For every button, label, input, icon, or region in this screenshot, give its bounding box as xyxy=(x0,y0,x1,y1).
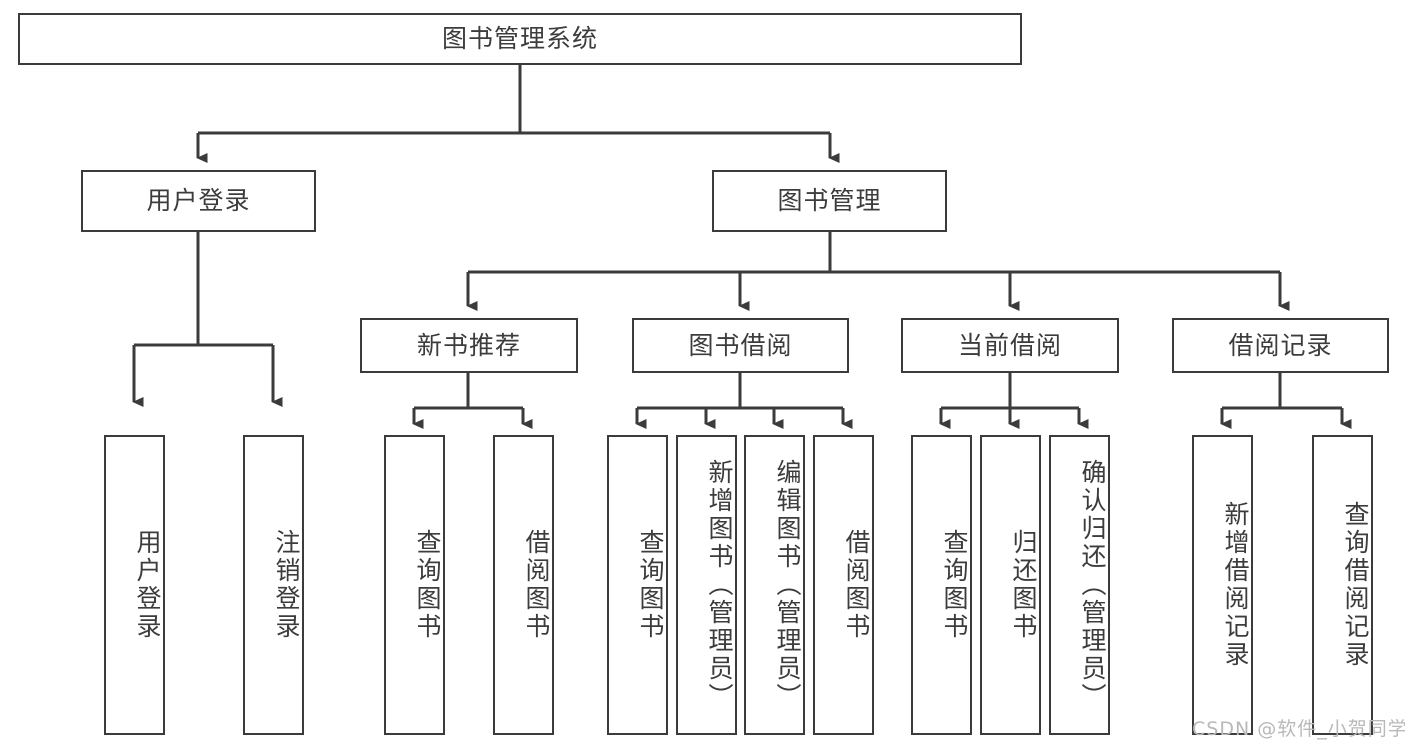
leaf-user-login-login[interactable]: 用户登录 xyxy=(104,435,165,735)
node-book-management[interactable]: 图书管理 xyxy=(712,170,947,232)
leaf-borrow-record-query-record[interactable]: 查询借阅记录 xyxy=(1312,435,1373,735)
leaf-book-borrow-query-book[interactable]: 查询图书 xyxy=(607,435,668,735)
node-label: 用户登录 xyxy=(133,529,162,641)
leaf-new-book-query-book[interactable]: 查询图书 xyxy=(384,435,445,735)
leaf-current-borrow-query-book[interactable]: 查询图书 xyxy=(911,435,972,735)
leaf-book-borrow-borrow-book[interactable]: 借阅图书 xyxy=(813,435,874,735)
node-label: 查询图书 xyxy=(940,529,969,641)
leaf-new-book-borrow-book[interactable]: 借阅图书 xyxy=(493,435,554,735)
node-borrow-record[interactable]: 借阅记录 xyxy=(1172,318,1389,373)
leaf-book-borrow-edit-book-admin[interactable]: 编辑图书（管理员） xyxy=(744,435,805,735)
node-label: 新书推荐 xyxy=(416,330,521,360)
node-label: 图书管理 xyxy=(777,186,882,216)
node-label: 新增借阅记录 xyxy=(1221,501,1250,669)
node-book-borrow[interactable]: 图书借阅 xyxy=(632,318,849,373)
node-label: 图书管理系统 xyxy=(441,24,598,54)
node-user-login[interactable]: 用户登录 xyxy=(81,170,316,232)
node-label: 编辑图书（管理员） xyxy=(773,459,802,711)
node-label: 借阅图书 xyxy=(522,529,551,641)
node-current-borrow[interactable]: 当前借阅 xyxy=(901,318,1119,373)
node-label: 查询图书 xyxy=(413,529,442,641)
node-label: 借阅记录 xyxy=(1228,330,1333,360)
node-label: 当前借阅 xyxy=(957,330,1062,360)
leaf-current-borrow-confirm-return-admin[interactable]: 确认归还（管理员） xyxy=(1049,435,1110,735)
node-label: 注销登录 xyxy=(272,529,301,641)
node-label: 确认归还（管理员） xyxy=(1078,459,1107,711)
leaf-current-borrow-return-book[interactable]: 归还图书 xyxy=(980,435,1041,735)
node-label: 新增图书（管理员） xyxy=(705,459,734,711)
node-new-book-recommend[interactable]: 新书推荐 xyxy=(360,318,578,373)
leaf-borrow-record-add-record[interactable]: 新增借阅记录 xyxy=(1192,435,1253,735)
node-label: 查询图书 xyxy=(636,529,665,641)
csdn-watermark: CSDN @软件_小贺同学 xyxy=(1192,718,1405,740)
leaf-user-login-logout[interactable]: 注销登录 xyxy=(243,435,304,735)
node-label: 查询借阅记录 xyxy=(1341,501,1370,669)
node-label: 用户登录 xyxy=(146,186,251,216)
leaf-book-borrow-add-book-admin[interactable]: 新增图书（管理员） xyxy=(676,435,737,735)
node-label: 归还图书 xyxy=(1009,529,1038,641)
node-label: 借阅图书 xyxy=(842,529,871,641)
node-label: 图书借阅 xyxy=(688,330,793,360)
node-root-book-management-system[interactable]: 图书管理系统 xyxy=(18,13,1022,65)
